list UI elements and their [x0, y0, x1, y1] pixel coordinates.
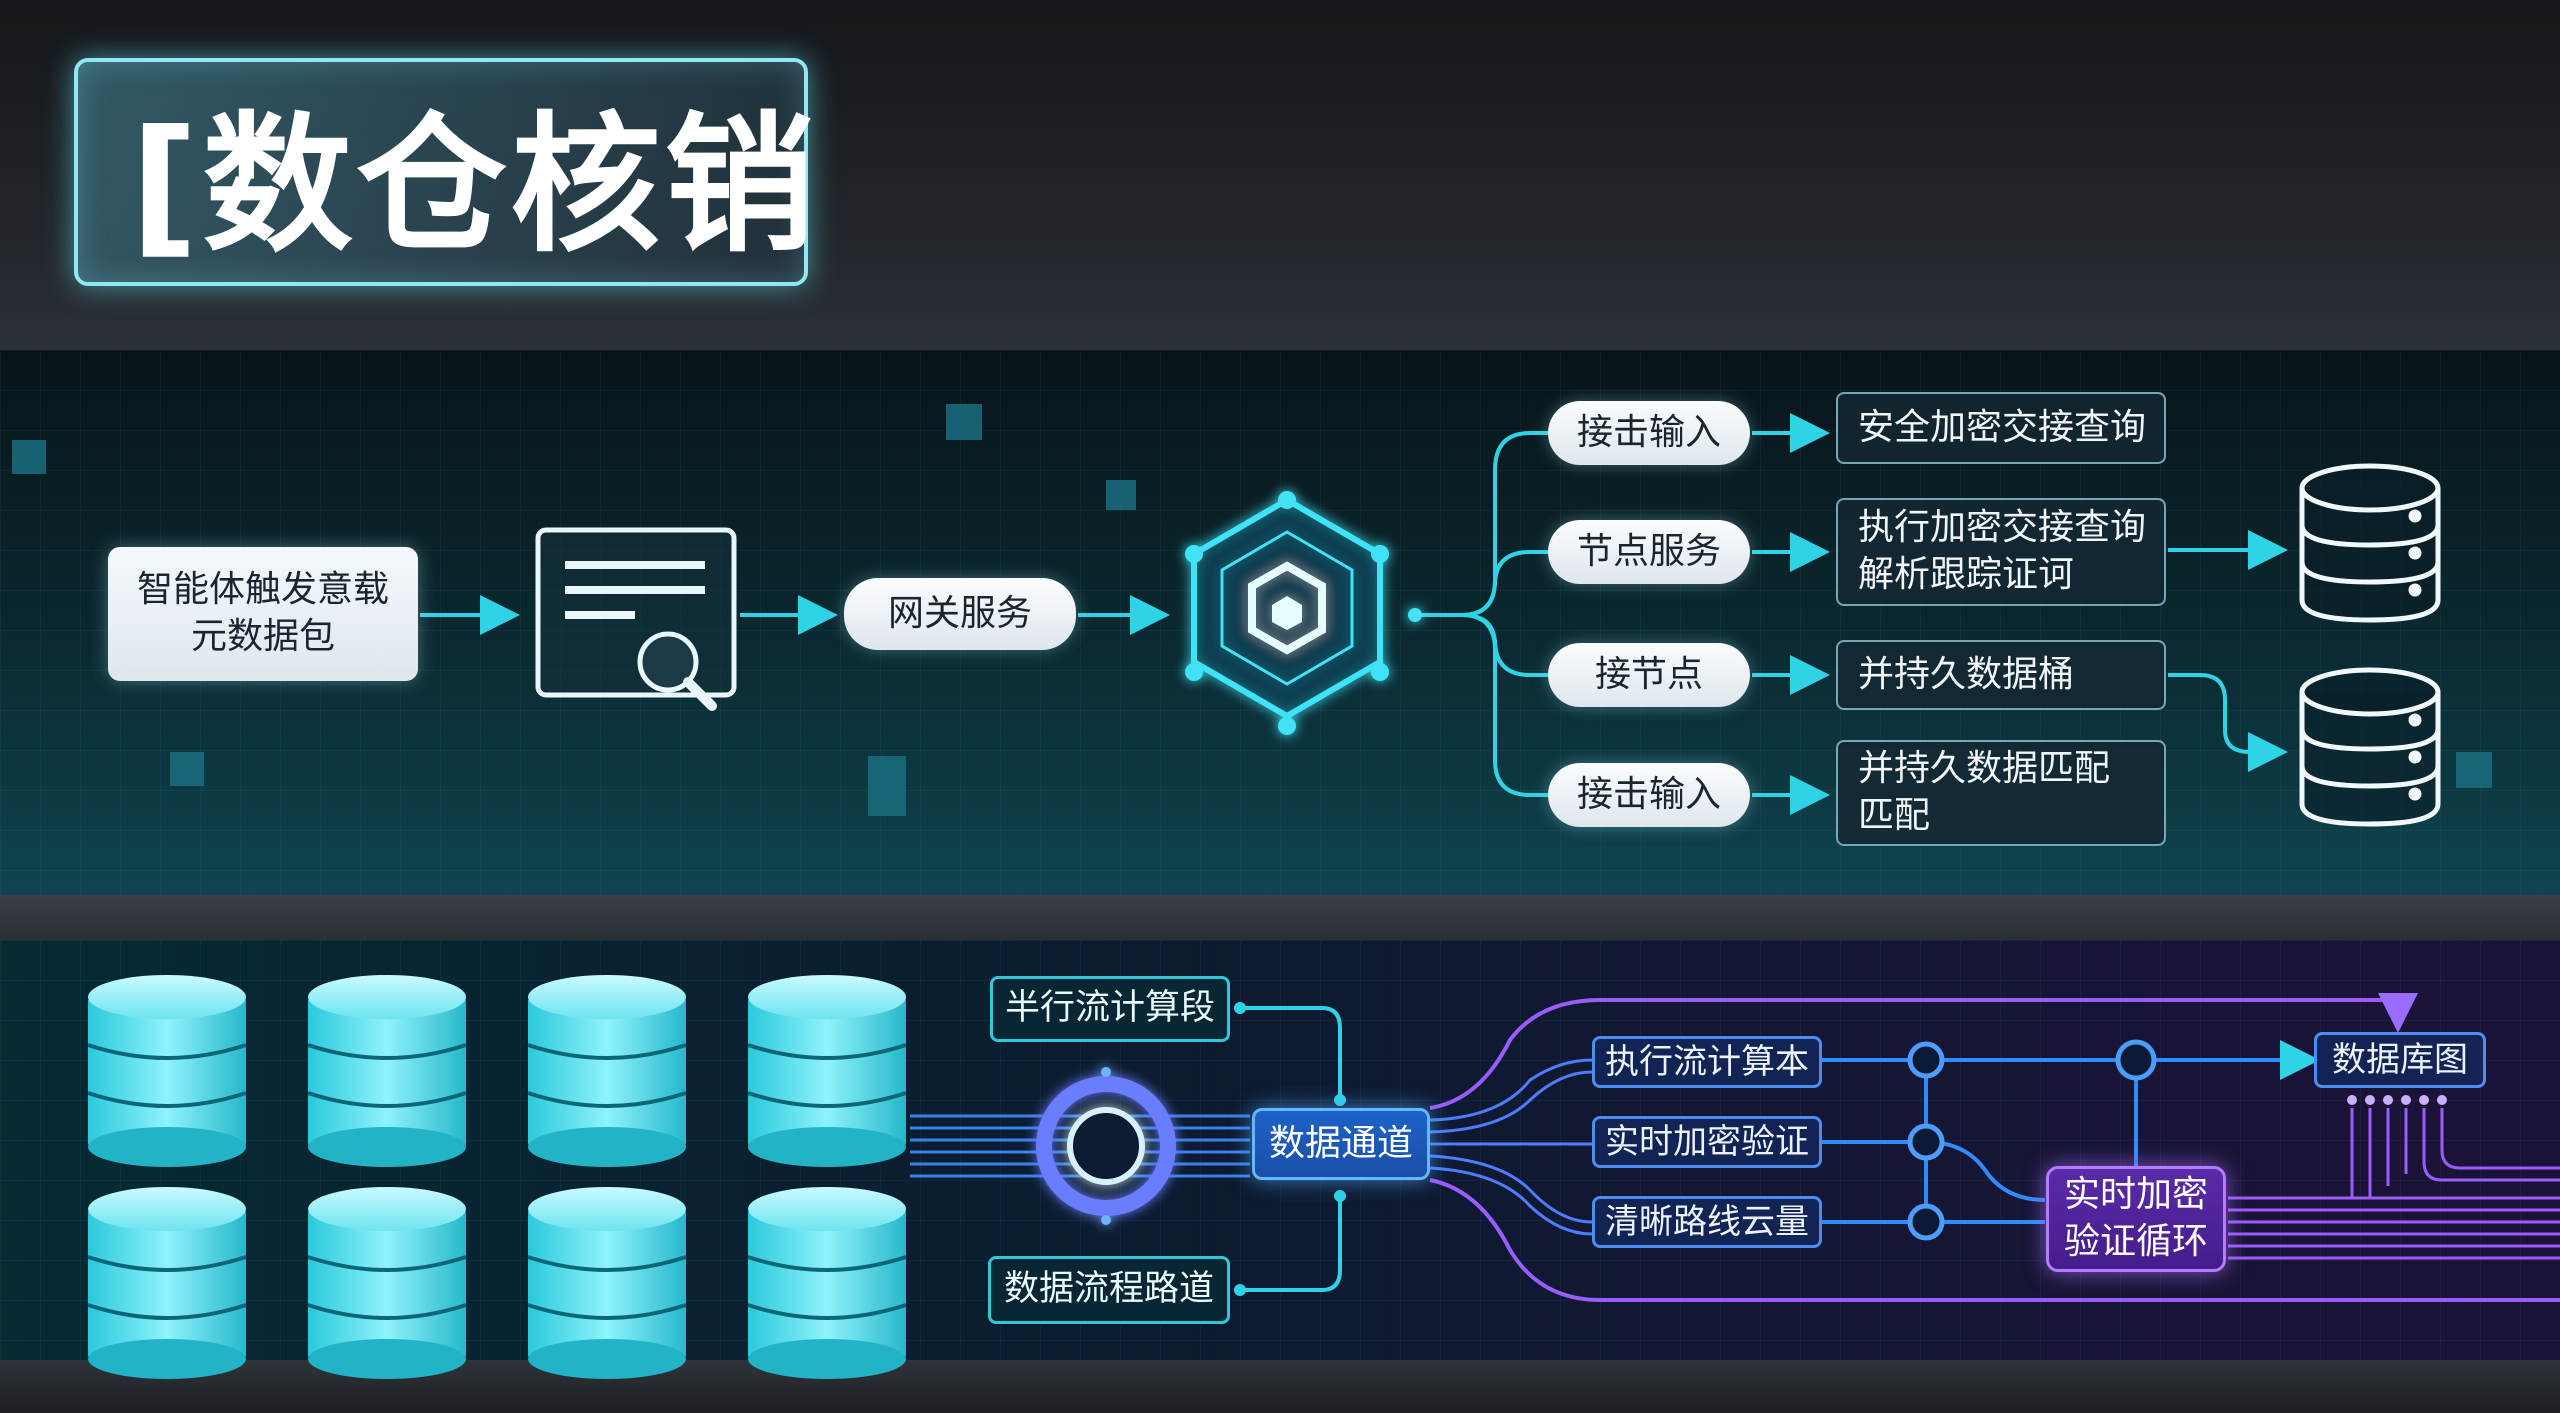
branch-line-4 — [1461, 613, 1548, 797]
violet-routing — [2228, 1108, 2560, 1260]
database-stack-icon — [526, 973, 688, 1169]
bottom-label-node[interactable]: 数据流程路道 — [988, 1256, 1230, 1324]
branch-line-2 — [1461, 550, 1548, 617]
fan-lines-violet — [1429, 993, 2560, 1302]
decor-square — [1106, 480, 1136, 510]
page-title: [数仓核销 — [130, 98, 819, 273]
branch-target-1[interactable]: 安全加密交接查询 — [1836, 392, 2166, 464]
branch-action-3[interactable]: 接节点 — [1548, 643, 1750, 707]
decor-square — [2456, 752, 2492, 788]
data-channel-node[interactable]: 数据通道 — [1252, 1108, 1430, 1180]
title-banner: [数仓核销 — [74, 58, 815, 286]
database-stack-icon — [86, 1185, 248, 1381]
branch-action-1[interactable]: 接击输入 — [1548, 401, 1750, 465]
branch-action-2[interactable]: 节点服务 — [1548, 520, 1750, 584]
source-node[interactable]: 智能体触发意载 元数据包 — [108, 547, 418, 681]
document-search-icon — [535, 527, 737, 711]
output-pins — [2347, 1095, 2447, 1105]
decor-square — [946, 404, 982, 440]
fan-lines-blue — [1429, 1058, 1593, 1236]
ring-node-icon — [1036, 1067, 1176, 1225]
hexagon-hub-icon — [1185, 491, 1422, 735]
decor-square — [868, 756, 906, 816]
decor-square — [170, 752, 204, 786]
top-label-node[interactable]: 半行流计算段 — [990, 976, 1230, 1042]
branch-target-4[interactable]: 并持久数据匹配 匹配 — [1836, 740, 2166, 846]
branch-action-4[interactable]: 接击输入 — [1548, 763, 1750, 827]
database-stack-icon — [526, 1185, 688, 1381]
step-node-1[interactable]: 执行流计算本 — [1592, 1036, 1822, 1088]
database-stack-icon — [306, 973, 468, 1169]
verification-loop-node[interactable]: 实时加密 验证循环 — [2046, 1166, 2226, 1272]
band-separator — [0, 895, 2560, 940]
gateway-node[interactable]: 网关服务 — [844, 578, 1076, 650]
connector-bottom-label — [1238, 1196, 1342, 1292]
connector-top-label — [1238, 1006, 1342, 1100]
junction-nodes — [1907, 1039, 2157, 1241]
branch-line-1 — [1410, 431, 1548, 617]
database-stack-icon — [87, 975, 247, 1167]
branch-target-3[interactable]: 并持久数据桶 — [1836, 640, 2166, 710]
database-output-node[interactable]: 数据库图 — [2314, 1032, 2486, 1088]
step-node-2[interactable]: 实时加密验证 — [1592, 1116, 1822, 1168]
branch-line-3 — [1461, 613, 1548, 677]
step-node-3[interactable]: 清晰路线云量 — [1592, 1196, 1822, 1248]
database-stack-icon — [306, 1185, 468, 1381]
branch-target-2[interactable]: 执行加密交接查询 解析跟踪证诃 — [1836, 498, 2166, 606]
database-stack-icon — [746, 1185, 908, 1381]
arrow-to-db-2 — [2168, 673, 2288, 772]
database-stack-icon — [746, 973, 908, 1169]
database-icon — [2299, 667, 2441, 827]
decor-square — [12, 440, 46, 474]
database-icon — [2299, 463, 2441, 623]
